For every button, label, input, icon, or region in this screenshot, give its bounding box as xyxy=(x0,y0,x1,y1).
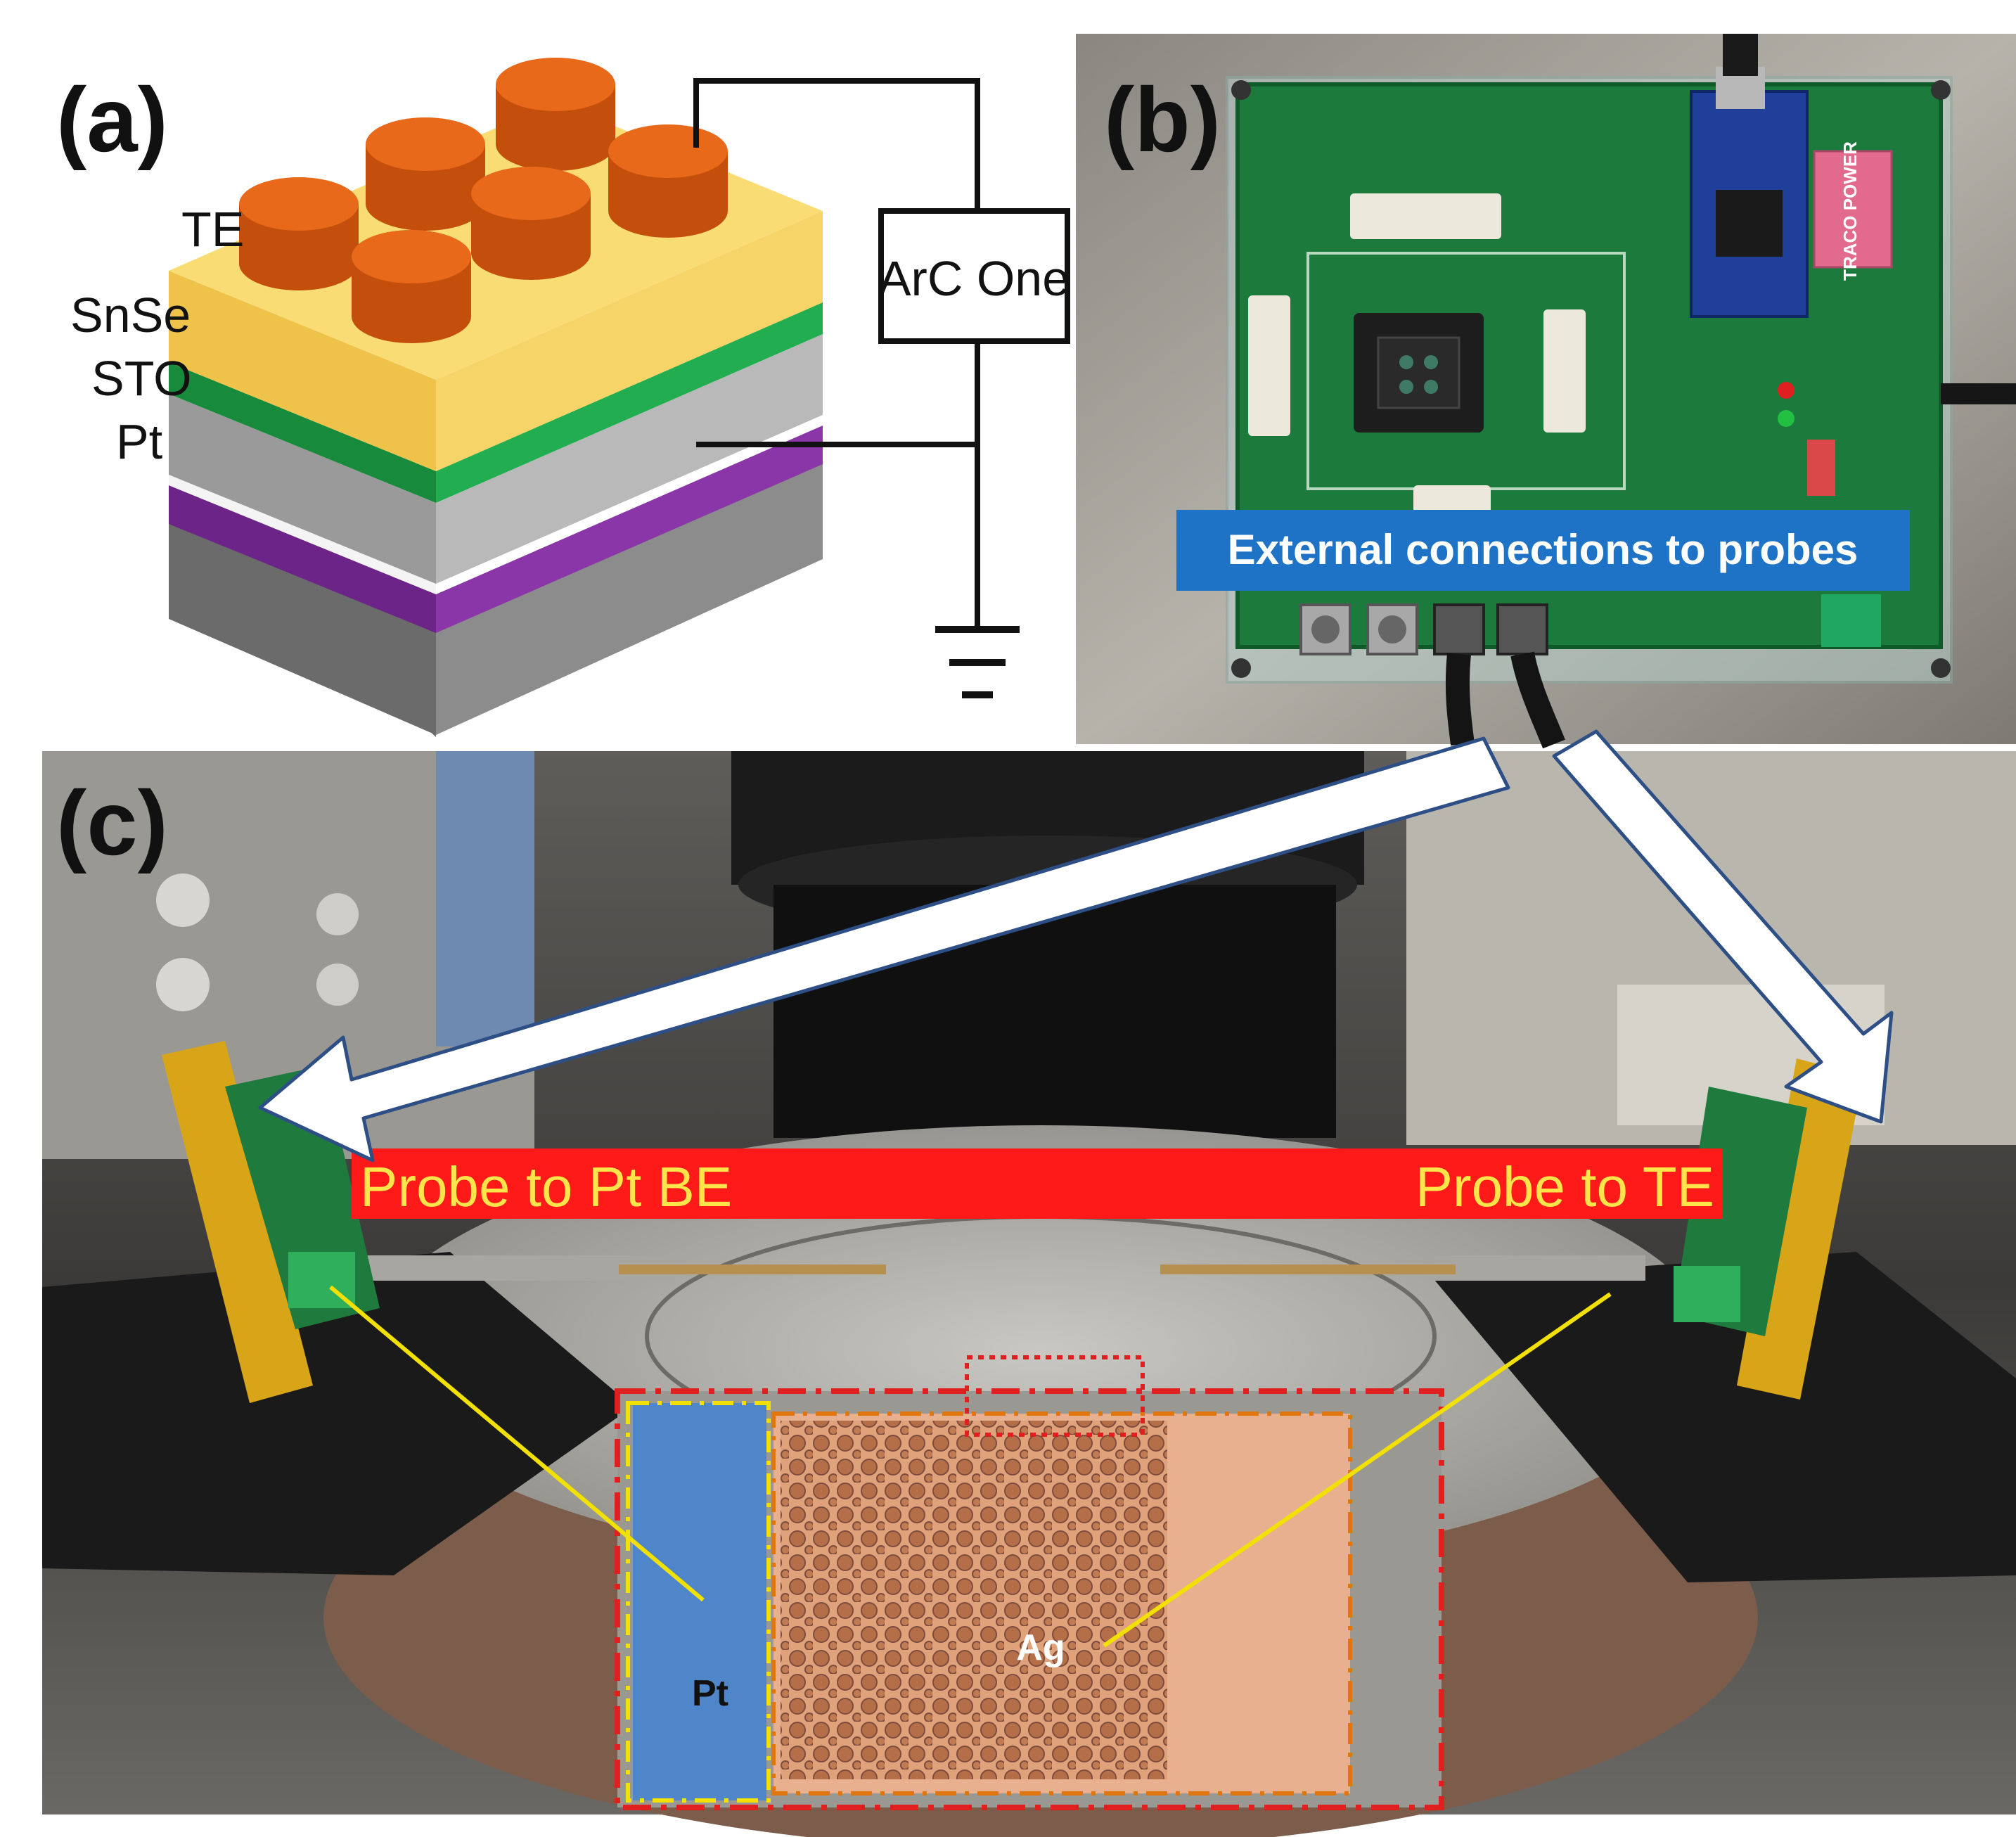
sto-layer-front xyxy=(169,362,436,503)
pt-layer-right xyxy=(436,334,823,584)
inset-outer-border xyxy=(615,1388,1444,1810)
electrode-cylinder xyxy=(352,230,471,343)
knob xyxy=(316,893,359,935)
probe-arm-right xyxy=(1434,1255,1645,1281)
connection-arrows xyxy=(258,729,1894,1163)
external-connections-banner xyxy=(1176,510,1910,591)
board-label-sticker xyxy=(1248,295,1290,436)
chip-pad xyxy=(1399,355,1413,369)
panel-a: (a) xyxy=(56,58,1070,737)
bnc-connector xyxy=(1366,603,1418,655)
probe-mount-left xyxy=(42,1252,633,1575)
arrow-to-right-probe xyxy=(1552,729,1894,1124)
probe-left-label: Probe to Pt BE xyxy=(360,1156,732,1218)
layer-labels: TE SnSe STO Pt xyxy=(70,202,244,469)
bnc-connector xyxy=(1496,603,1548,655)
probe-label-bar xyxy=(352,1148,1723,1219)
microscope-body xyxy=(773,885,1336,1138)
probe-cable xyxy=(1445,653,1475,746)
board-label-sticker xyxy=(1543,309,1586,433)
purple-layer-right xyxy=(436,425,823,633)
panel-c: Probe to Pt BE Probe to TE Pt Ag (c) xyxy=(42,751,2016,1837)
inset-pt-label: Pt xyxy=(692,1673,728,1714)
screw xyxy=(1931,80,1951,100)
screw xyxy=(1231,80,1251,100)
rack-panel xyxy=(436,751,534,1046)
chip-package xyxy=(1377,336,1460,409)
knob xyxy=(316,964,359,1006)
inset-pt-region xyxy=(633,1403,766,1800)
snse-layer-right xyxy=(436,211,823,471)
external-connections-text: External connections to probes xyxy=(1228,526,1858,573)
connector-green xyxy=(1821,594,1881,647)
layer-label-sto: STO xyxy=(91,351,192,406)
inset-ag-border xyxy=(771,1412,1352,1796)
usb-cable xyxy=(1723,34,1758,76)
switch-red xyxy=(1807,440,1835,496)
wire-te xyxy=(693,78,980,211)
white-line-front xyxy=(169,475,436,594)
bnc-connector xyxy=(1433,603,1485,655)
mcu-chip xyxy=(1716,190,1783,257)
inset-ag-dots xyxy=(781,1421,1167,1779)
board-label-sticker xyxy=(1350,193,1501,239)
probe-needle-left xyxy=(619,1265,886,1274)
purple-layer-front xyxy=(169,485,436,633)
chip-pad xyxy=(1424,355,1438,369)
substrate-right-face xyxy=(436,457,823,735)
probe-cable xyxy=(1510,651,1565,749)
measurement-circuit xyxy=(693,78,1070,698)
panel-c-label: (c) xyxy=(56,772,168,874)
bnc-connector-core xyxy=(1378,615,1406,644)
sto-layer-right xyxy=(436,302,823,503)
white-line-right xyxy=(436,415,823,594)
electrode-cylinder xyxy=(608,124,728,238)
chip-pad xyxy=(1399,380,1413,394)
snse-layer-front xyxy=(169,271,436,471)
layer-label-te: TE xyxy=(181,202,244,257)
pointer-line-ag xyxy=(1103,1292,1612,1648)
pointer-line-pt xyxy=(329,1285,705,1602)
sample-location-marker xyxy=(965,1355,1145,1437)
power-module-label: TRACO POWER xyxy=(1840,141,1861,281)
terminal-block-right xyxy=(1674,1266,1740,1322)
led-green xyxy=(1778,410,1795,427)
layer-label-snse: SnSe xyxy=(70,288,191,343)
electrode-cylinder xyxy=(471,167,591,280)
panel-b: TRACO POWER External connections to prob… xyxy=(1076,34,2016,749)
screw xyxy=(1931,658,1951,678)
panel-b-label: (b) xyxy=(1104,68,1221,171)
chip-pad xyxy=(1424,380,1438,394)
instrument-box xyxy=(878,208,1070,344)
panel-a-label: (a) xyxy=(56,68,168,171)
top-electrodes xyxy=(239,58,728,343)
sample-inset: Pt Ag xyxy=(615,1355,1444,1810)
knob xyxy=(156,958,210,1011)
bnc-connector-core xyxy=(1311,615,1340,644)
led-red xyxy=(1778,382,1795,399)
inset-ag-label: Ag xyxy=(1016,1627,1065,1668)
electrode-cylinder xyxy=(366,117,485,231)
knob xyxy=(156,873,210,927)
screw xyxy=(1231,658,1251,678)
arrow-to-left-probe xyxy=(258,736,1510,1163)
electrode-cylinder xyxy=(496,58,615,171)
layer-label-pt: Pt xyxy=(116,414,162,469)
probe-right-label: Probe to TE xyxy=(1415,1156,1714,1218)
electrode-cylinder xyxy=(239,177,359,290)
substrate-front-face xyxy=(169,520,436,735)
probe-holder-left-kapton xyxy=(162,1041,313,1403)
board-label-sticker xyxy=(1413,485,1491,513)
instrument-label: ArC One xyxy=(878,251,1070,306)
inset-pt-border xyxy=(626,1401,771,1803)
power-module xyxy=(1813,150,1893,269)
pt-layer-front xyxy=(169,394,436,584)
probe-needle-right xyxy=(1160,1265,1456,1274)
probe-mount-right xyxy=(1434,1252,2016,1582)
